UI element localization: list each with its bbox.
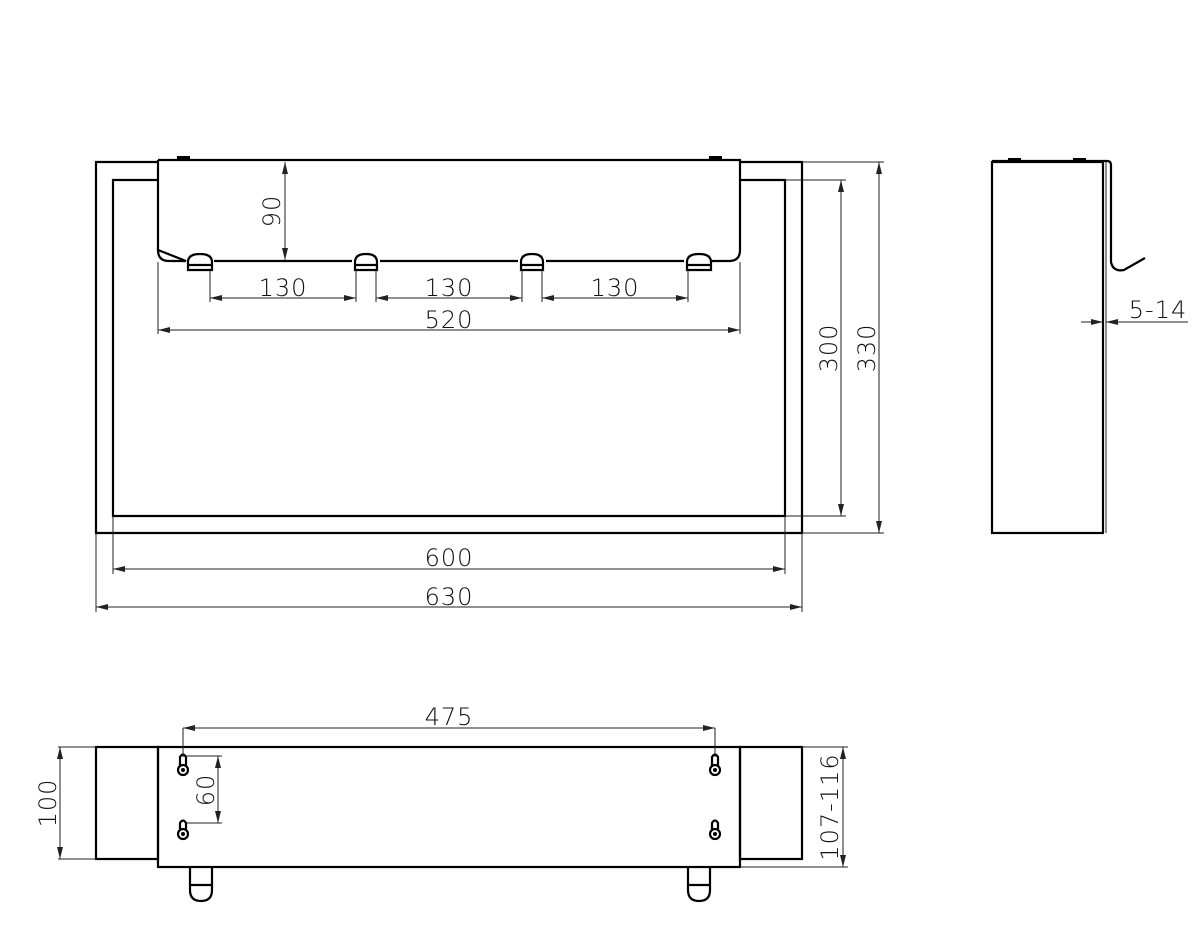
dim-spacing-2: 130	[425, 274, 474, 302]
right-end	[738, 745, 804, 861]
side-body	[990, 160, 1105, 535]
hook	[353, 252, 379, 272]
dim-clamp-depth: 107-116	[816, 753, 844, 860]
hook-bottom	[686, 867, 712, 903]
top-view: 475 60 100 107-116	[34, 703, 848, 903]
dim-hook-height: 90	[258, 195, 286, 228]
tab	[709, 156, 722, 160]
dim-spacing-1: 130	[259, 274, 308, 302]
keyhole-mount	[176, 819, 190, 841]
hook	[685, 252, 713, 272]
dim-inner-width: 600	[425, 544, 474, 572]
tab	[177, 156, 190, 160]
inner-frame	[111, 178, 787, 518]
keyhole-mount	[176, 753, 190, 777]
keyhole-mount	[708, 753, 722, 777]
dim-outer-height: 330	[853, 324, 881, 373]
hook	[186, 252, 214, 272]
front-view: 90 130 130 130 520 300 330 600	[94, 156, 884, 612]
hook	[519, 252, 545, 272]
dim-inner-height: 300	[815, 324, 843, 373]
clamp	[992, 159, 1146, 272]
dim-spacing-3: 130	[591, 274, 640, 302]
left-end	[94, 745, 160, 861]
dim-outer-width: 630	[425, 583, 474, 611]
keyhole-mount	[708, 819, 722, 841]
dim-depth: 100	[34, 779, 62, 828]
main-bar	[156, 745, 742, 869]
dim-hole-spacing: 60	[192, 774, 220, 807]
side-view: 5-14	[990, 158, 1188, 535]
outer-frame	[94, 160, 804, 535]
dim-mount-span: 475	[425, 703, 474, 731]
hook-plate	[156, 158, 742, 263]
hook-bottom	[188, 867, 214, 903]
dim-hook-span: 520	[425, 306, 474, 334]
dim-clamp-gap: 5-14	[1129, 296, 1187, 324]
